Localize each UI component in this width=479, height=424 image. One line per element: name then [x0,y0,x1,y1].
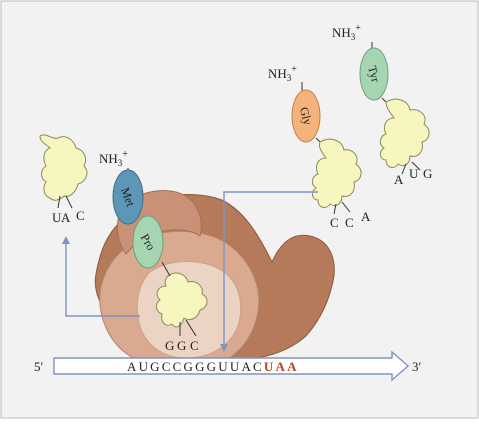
mrna-coding-sequence: AUGCCGGGUUAC [127,359,264,374]
amino-acid-pro [132,215,164,269]
anticodon-gly-3: A [361,209,371,224]
peptide-chain [112,168,171,277]
trna-p-site [155,272,208,337]
nh3-label-tyr: NH3+ [332,23,361,42]
nh3-label-met: NH3+ [99,149,128,168]
trna-gly [291,82,362,215]
anticodon-tyr-2: U [409,166,419,181]
anticodon-exiting-2: A [61,210,71,225]
amino-acid-gly-label: Gly [297,105,315,126]
anticodon-gly-1: C [330,215,339,230]
amino-acid-gly [291,89,321,143]
anticodon-p-site-2: G [177,338,186,353]
nh3-label-gly: NH3+ [268,64,297,83]
mrna-stop-codon: UAA [264,359,299,374]
mrna-three-prime: 3′ [412,359,422,374]
entry-arrow [220,191,318,352]
anticodon-exiting-3: C [76,208,85,223]
anticodon-tyr-3: G [423,166,432,181]
amino-acid-met-label: Met [118,186,138,210]
mrna-sequence: AUGCCGGGUUACUAA [127,359,299,374]
amino-acid-met [112,169,144,225]
anticodon-p-site-1: G [165,338,174,353]
anticodon-exiting-1: U [52,210,62,225]
trna-exiting [39,134,88,209]
exit-arrow [62,236,140,317]
mrna-strand [53,350,410,382]
anticodon-tyr-1: A [394,172,404,187]
trna-tyr [359,42,430,175]
amino-acid-tyr-label: Tyr [365,64,383,84]
anticodon-gly-2: C [345,215,354,230]
mrna-five-prime: 5′ [34,359,44,374]
amino-acid-tyr [359,47,389,101]
anticodon-p-site-3: C [190,338,199,353]
